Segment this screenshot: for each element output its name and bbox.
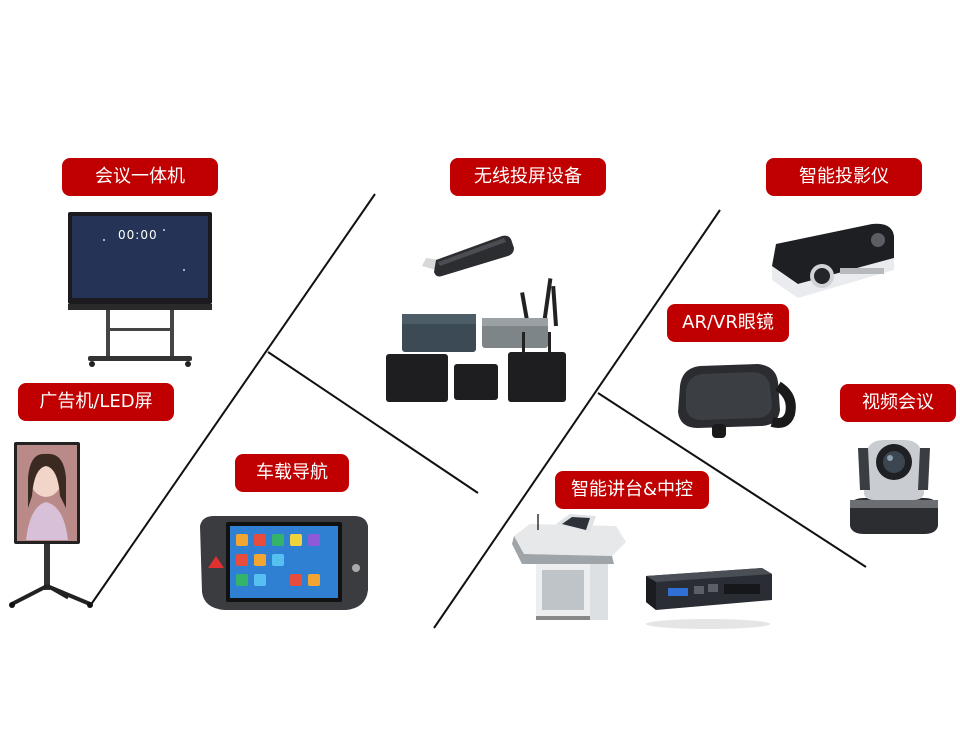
label-smart-projector: 智能投影仪	[766, 158, 922, 196]
central-control-image	[646, 568, 772, 629]
conference-panel-image	[68, 212, 212, 367]
vr-headset-image	[678, 364, 796, 438]
ptz-camera-image	[850, 440, 938, 534]
conference-clock-text: 00:00	[118, 228, 158, 242]
label-wireless-casting: 无线投屏设备	[450, 158, 606, 196]
divider-line-center-right	[597, 392, 867, 568]
projector-image	[772, 223, 894, 298]
divider-line-center-left	[267, 351, 479, 494]
divider-line-left	[89, 193, 376, 607]
label-ar-vr-glasses: AR/VR眼镜	[667, 304, 789, 342]
label-conference-panel: 会议一体机	[62, 158, 218, 196]
divider-line-right	[433, 209, 721, 629]
wireless-dongle-image	[422, 235, 514, 277]
label-smart-podium: 智能讲台&中控	[555, 471, 709, 509]
label-ad-display: 广告机/LED屏	[18, 383, 174, 421]
car-navigation-image	[200, 516, 368, 610]
ad-display-image	[9, 442, 93, 608]
smart-podium-image	[512, 514, 626, 620]
wireless-boxes-image	[386, 278, 566, 402]
label-car-navigation: 车载导航	[235, 454, 349, 492]
label-video-conference: 视频会议	[840, 384, 956, 422]
